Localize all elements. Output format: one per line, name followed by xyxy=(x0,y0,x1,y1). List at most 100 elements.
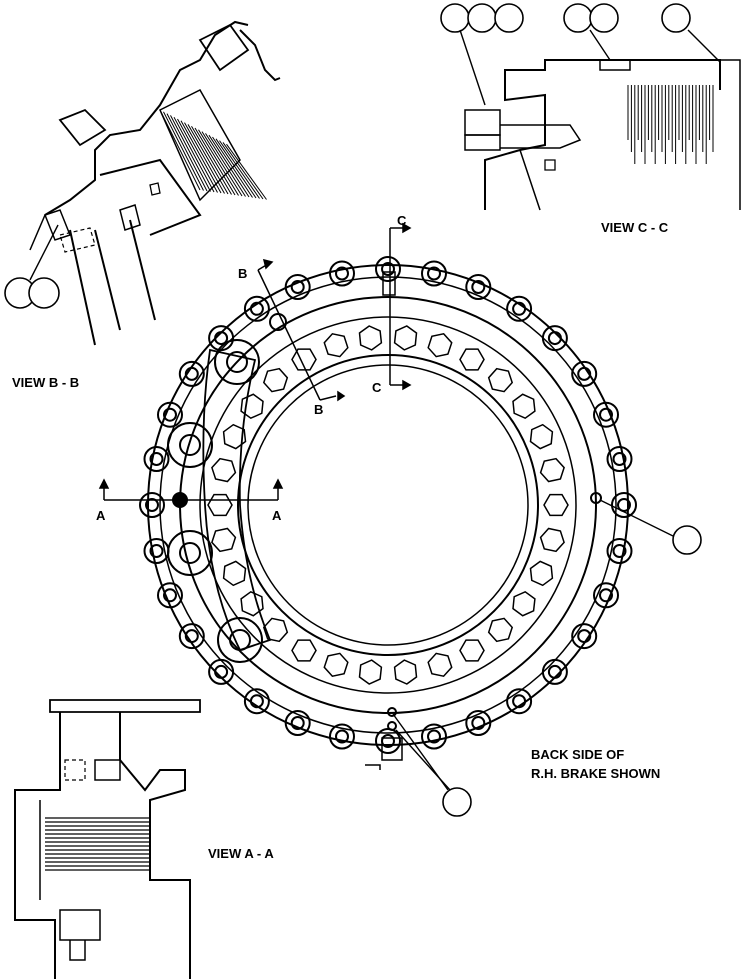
friction-disc-line xyxy=(177,118,218,193)
friction-disc-line xyxy=(170,115,211,192)
friction-disc-line xyxy=(212,136,253,198)
friction-disc-line xyxy=(205,133,246,197)
friction-disc-line xyxy=(173,116,215,193)
bottom-fitting-tab xyxy=(365,764,381,770)
hub-hex-bolt xyxy=(529,560,554,587)
cc-friction-discs xyxy=(627,85,714,164)
hub-hex-bolt xyxy=(222,560,247,587)
flange-bolt-hole xyxy=(214,331,229,346)
section-mark-c-bottom: C xyxy=(372,380,382,395)
flange-tooth xyxy=(139,492,165,518)
friction-disc-line xyxy=(226,143,267,200)
friction-disc-line xyxy=(201,131,243,197)
flange-tooth xyxy=(611,492,637,518)
flange-bolt-hole xyxy=(427,266,441,281)
flange-bolt-hole xyxy=(599,588,613,603)
hub-hex-bolt xyxy=(323,332,349,358)
hub-hex-bolt xyxy=(487,367,514,393)
flange-bolt-hole xyxy=(427,729,441,744)
flange-outer-edge xyxy=(147,264,629,746)
piston-port-mid-lower xyxy=(167,530,213,576)
flange-bolt-hole xyxy=(471,716,486,730)
friction-disc-line xyxy=(194,127,236,196)
bottom-fitting xyxy=(381,737,403,761)
upper-fitting xyxy=(269,313,287,331)
flange-inner-edge xyxy=(159,276,617,734)
flange-bolt-hole xyxy=(612,452,627,466)
hub-bolt-circle xyxy=(207,325,569,685)
hub-hex-bolt xyxy=(262,367,289,393)
bb-friction-discs xyxy=(159,109,267,200)
flange-bolt-hole xyxy=(149,452,164,466)
callout-bubble-right xyxy=(672,525,702,555)
flange-bolt-hole xyxy=(163,588,177,603)
friction-disc-line xyxy=(191,125,232,195)
friction-disc-line xyxy=(166,113,208,192)
flange-bolt-hole xyxy=(214,664,229,679)
hub-hex-bolt xyxy=(512,393,536,420)
friction-disc-line xyxy=(208,134,250,198)
section-mark-c-top: C xyxy=(397,213,407,228)
section-mark-b-bottom: B xyxy=(314,402,323,417)
housing-step xyxy=(199,316,577,694)
flange-bolt-hole xyxy=(599,407,613,422)
hub-hex-bolt xyxy=(207,493,233,517)
flange-tooth xyxy=(541,658,568,685)
hub-hex-bolt xyxy=(427,652,453,678)
flange-bolt-hole xyxy=(381,262,395,276)
hub-hex-bolt xyxy=(539,527,565,553)
flange-bolt-hole xyxy=(184,366,199,381)
flange-bolt-hole xyxy=(512,694,527,709)
hub-hex-bolt xyxy=(512,590,536,617)
bore-outer xyxy=(237,354,539,656)
note-line-2: R.H. BRAKE SHOWN xyxy=(531,766,660,781)
flange-tooth xyxy=(208,658,235,685)
callout-bubble-cc-3 xyxy=(494,3,524,33)
flange-bolt-hole xyxy=(617,498,631,512)
callout-bubble-cc-4 xyxy=(563,3,593,33)
section-mark-a-left: A xyxy=(96,508,106,523)
aa-friction-discs xyxy=(45,817,150,871)
friction-disc-line xyxy=(215,138,257,199)
hub-hex-bolt xyxy=(291,639,317,662)
hub-hex-bolt xyxy=(262,617,289,643)
callout-bubble-bottom xyxy=(442,787,472,817)
friction-disc-line xyxy=(222,142,264,200)
friction-disc-line xyxy=(198,129,239,196)
flange-bolt-hole xyxy=(471,280,486,294)
flange-bolt-hole xyxy=(335,266,349,281)
friction-disc-line xyxy=(187,124,229,195)
note-line-1: BACK SIDE OF xyxy=(531,747,624,762)
callout-bubble-cc-6 xyxy=(661,3,691,33)
flange-tooth xyxy=(541,325,568,352)
friction-disc-line xyxy=(180,120,222,194)
flange-bolt-hole xyxy=(149,544,164,558)
callout-bubble-bb-2 xyxy=(28,277,60,309)
hub-hex-bolt xyxy=(487,617,514,643)
flange-bolt-hole xyxy=(184,629,199,644)
flange-tooth xyxy=(375,256,401,282)
hub-hex-bolt xyxy=(393,659,418,685)
hub-hex-bolt xyxy=(427,332,453,358)
hub-hex-bolt xyxy=(358,325,383,351)
flange-bolt-hole xyxy=(145,498,159,512)
flange-bolt-hole xyxy=(290,280,305,294)
plug-right xyxy=(590,492,602,504)
bore-inner xyxy=(247,364,529,646)
flange-bolt-holes xyxy=(145,262,631,748)
flange-bolt-hole xyxy=(512,301,527,316)
section-line-c xyxy=(389,222,412,391)
view-aa-title: VIEW A - A xyxy=(208,846,274,861)
flange-bolt-hole xyxy=(577,629,592,644)
cylinder-boss-outline xyxy=(202,348,272,652)
flange-bolt-hole xyxy=(577,366,592,381)
section-line-b xyxy=(257,258,346,402)
plug-bottom xyxy=(387,707,397,717)
callout-bubbles xyxy=(4,3,702,817)
hub-hex-bolt xyxy=(459,639,485,662)
friction-disc-line xyxy=(163,111,204,191)
flange-bolt-hole xyxy=(163,407,177,422)
view-bb-title: VIEW B - B xyxy=(12,375,79,390)
